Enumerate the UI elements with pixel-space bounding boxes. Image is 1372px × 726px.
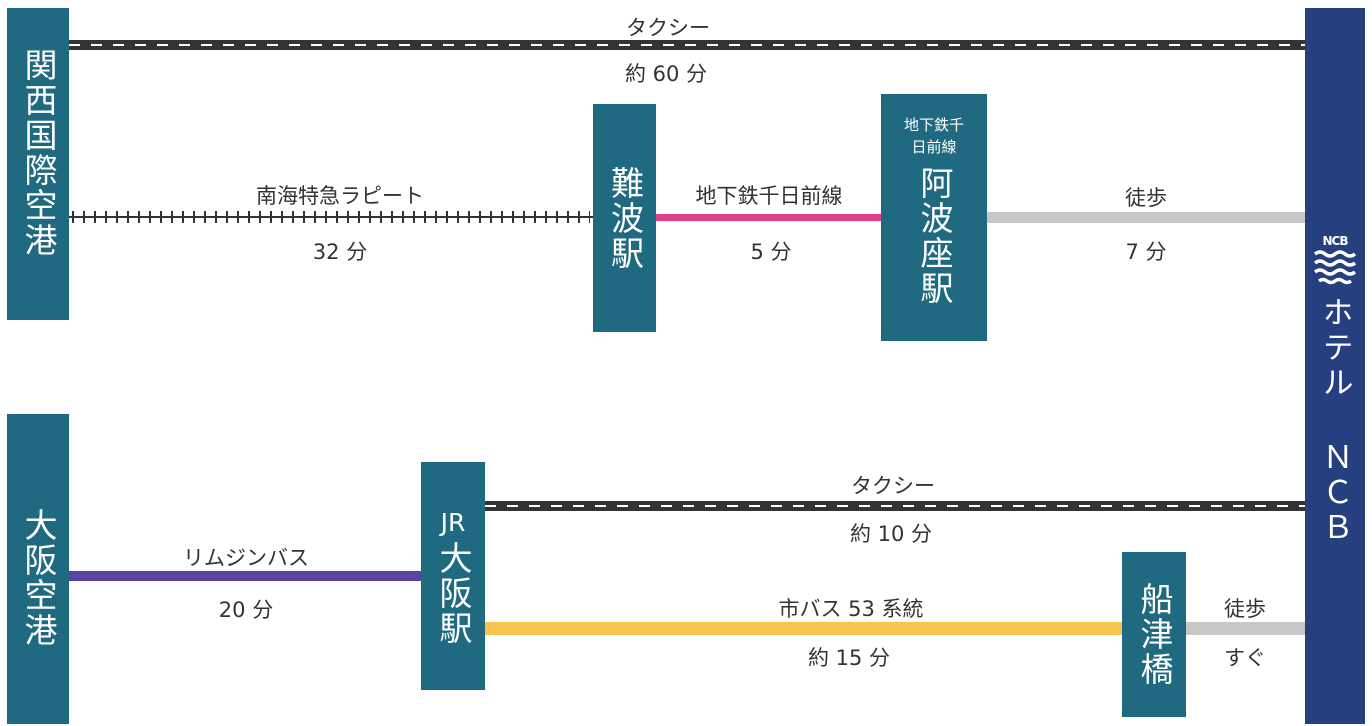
- route-taxi1-name: タクシー: [626, 16, 710, 40]
- station-itami-airport: 大阪空港: [7, 414, 69, 724]
- route-nankai-ties: [72, 211, 590, 223]
- station-abeno: 地下鉄千日前線 阿波座駅: [881, 94, 987, 341]
- station-kansai-airport: 関西国際空港: [7, 8, 69, 320]
- route-taxi1-time: 約 60 分: [624, 62, 708, 86]
- route-limousine-name: リムジンバス: [183, 546, 309, 570]
- station-namba: 難波駅: [593, 104, 656, 332]
- route-walk2-line: [1186, 622, 1305, 635]
- route-taxi1-line: [69, 40, 1305, 50]
- route-nankai-time: 32 分: [312, 240, 368, 264]
- route-subway-line: [656, 214, 881, 221]
- route-subway-name: 地下鉄千日前線: [695, 184, 843, 208]
- wave-logo-icon: [1313, 250, 1357, 285]
- route-nankai-name: 南海特急ラピート: [256, 184, 424, 208]
- hotel-name-label: ホテル ＮＣＢ: [1316, 296, 1353, 546]
- station-funatsubashi-label: 船津橋: [1135, 582, 1174, 687]
- hotel-ncb-box: NCB ホテル ＮＣＢ: [1305, 8, 1365, 724]
- station-osaka-jr-label: JR: [440, 508, 466, 537]
- route-taxi2-name: タクシー: [851, 474, 935, 498]
- station-abeno-label: 阿波座駅: [915, 166, 954, 306]
- hotel-logo-text: NCB: [1322, 234, 1349, 248]
- station-itami-airport-label: 大阪空港: [19, 508, 58, 648]
- station-kansai-airport-label: 関西国際空港: [19, 48, 58, 258]
- station-osaka: JR 大阪駅: [421, 462, 485, 690]
- station-namba-label: 難波駅: [605, 165, 645, 271]
- route-walk1-time: 7 分: [1125, 240, 1167, 264]
- route-subway-time: 5 分: [750, 240, 792, 264]
- route-walk1-name: 徒歩: [1125, 186, 1167, 210]
- station-funatsubashi: 船津橋: [1122, 552, 1186, 717]
- route-limousine-line: [69, 571, 421, 581]
- station-abeno-line-label: 地下鉄千日前線: [903, 116, 964, 156]
- route-limousine-time: 20 分: [218, 598, 274, 622]
- route-walk1-line: [987, 212, 1305, 223]
- station-osaka-label: 大阪駅: [434, 541, 473, 646]
- route-walk2-name: 徒歩: [1224, 597, 1266, 621]
- route-taxi2-line: [485, 501, 1305, 511]
- route-bus53-time: 約 15 分: [807, 646, 891, 670]
- route-bus53-line: [485, 622, 1122, 635]
- route-bus53-name: 市バス 53 系統: [778, 597, 924, 621]
- route-walk2-time: すぐ: [1224, 646, 1266, 670]
- route-taxi2-time: 約 10 分: [849, 522, 933, 546]
